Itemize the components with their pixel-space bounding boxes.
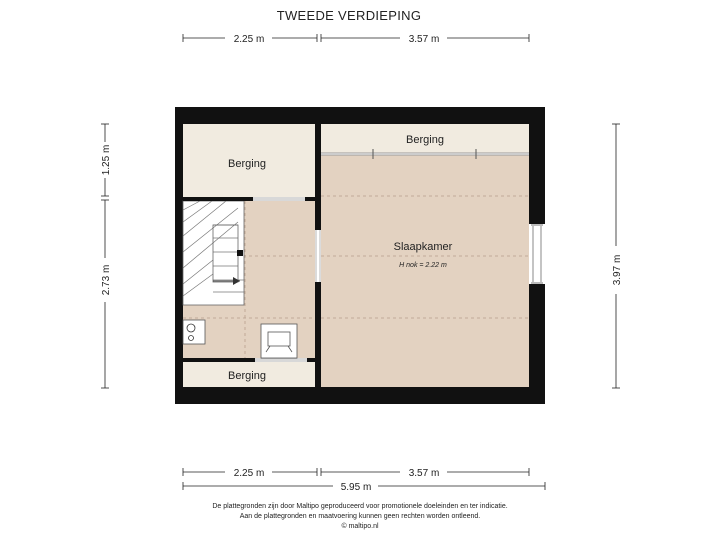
dim-top-right: 3.57 m <box>409 34 440 45</box>
door-openings <box>253 197 321 362</box>
roof-slope-lines <box>183 195 529 358</box>
room-berging-top-right <box>321 124 529 154</box>
label-ridge-height: H nok = 2.22 m <box>399 262 447 269</box>
dim-top-left: 2.25 m <box>234 34 265 45</box>
dim-left-lower: 2.73 m <box>101 265 112 296</box>
label-berging-top-right: Berging <box>406 134 444 146</box>
window-right <box>529 224 545 284</box>
knee-wall <box>321 149 529 159</box>
room-berging-top-left <box>183 124 315 197</box>
left-dimension <box>101 123 109 389</box>
disclaimer-line-3: © maltipo.nl <box>341 523 379 530</box>
room-slaapkamer <box>321 154 529 387</box>
disclaimer-line-2: Aan de plattegronden en maatvoering kunn… <box>239 513 481 520</box>
dim-bottom-right: 3.57 m <box>409 468 440 479</box>
appliance-spot-icon <box>260 323 298 359</box>
label-slaapkamer: Slaapkamer <box>394 241 453 253</box>
bottom-dimension <box>182 468 546 490</box>
dim-bottom-total: 5.95 m <box>341 482 372 493</box>
dim-bottom-left: 2.25 m <box>234 468 265 479</box>
plan-title: TWEEDE VERDIEPING <box>277 8 422 23</box>
disclaimer-line-1: De plattegronden zijn door Maltipo gepro… <box>212 503 508 510</box>
label-berging-bottom-left: Berging <box>228 370 266 382</box>
right-dimension <box>612 123 620 389</box>
internal-walls <box>183 124 321 387</box>
dim-left-upper: 1.25 m <box>101 145 112 176</box>
staircase <box>182 200 245 306</box>
label-berging-top-left: Berging <box>228 158 266 170</box>
top-dimension <box>182 34 530 42</box>
dim-right-total: 3.97 m <box>612 255 623 286</box>
room-berging-bottom-left <box>183 362 315 387</box>
boiler-icon <box>182 319 206 345</box>
